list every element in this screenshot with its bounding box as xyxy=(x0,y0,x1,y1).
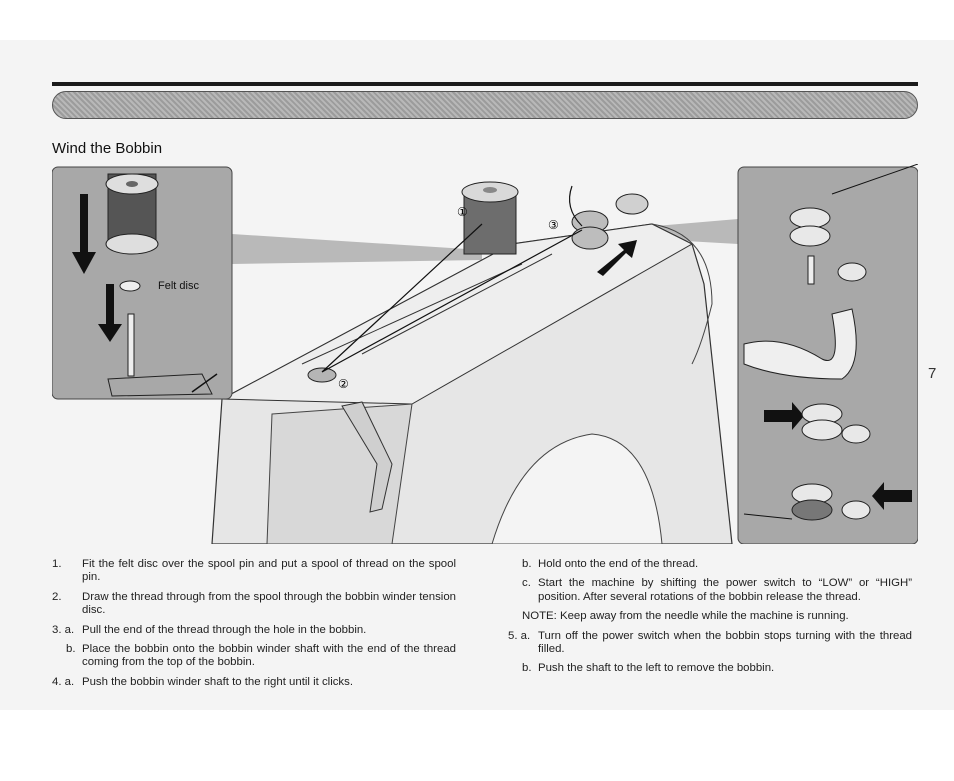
step-text: Place the bobbin onto the bobbin winder … xyxy=(82,643,456,669)
step-number: b. xyxy=(522,558,532,570)
inset-spool-pin xyxy=(127,313,135,377)
step-4c: c. Start the machine by shifting the pow… xyxy=(508,577,912,604)
right-inset-panel xyxy=(737,166,918,544)
step-text: Turn off the power switch when the bobbi… xyxy=(538,629,912,656)
down-arrow-1 xyxy=(80,194,88,254)
step-number: b. xyxy=(522,662,532,675)
right-hand xyxy=(743,308,857,380)
callout-1: ① xyxy=(457,205,468,219)
callout-3: ③ xyxy=(548,218,559,232)
step-text: Push the shaft to the left to remove the… xyxy=(538,662,775,675)
top-panel-line xyxy=(301,263,523,365)
thread-take-up-lever xyxy=(341,401,393,513)
step-number: b. xyxy=(66,643,76,656)
step-text: Fit the felt disc over the spool pin and… xyxy=(82,558,456,584)
step-number: c. xyxy=(522,577,531,590)
handwheel-edge xyxy=(651,223,713,365)
step-5a: 5. a. Turn off the power switch when the… xyxy=(508,630,912,657)
winder-stop xyxy=(615,193,649,215)
step-text: Start the machine by shifting the power … xyxy=(538,577,912,603)
step-5b: b. Push the shaft to the left to remove … xyxy=(508,662,912,675)
instructions-left-column: 1. Fit the felt disc over the spool pin … xyxy=(52,558,456,695)
tension-disc xyxy=(307,367,337,383)
down-arrow-2 xyxy=(106,284,114,326)
step-3b: b. Place the bobbin onto the bobbin wind… xyxy=(52,643,456,670)
step-number: 3. a. xyxy=(52,623,75,636)
thread-path xyxy=(321,223,583,373)
step-text: Hold onto the end of the thread. xyxy=(538,558,699,570)
section-title: Wind the Bobbin xyxy=(52,140,163,157)
step-3a: 3. a. Pull the end of the thread through… xyxy=(52,624,456,637)
inset-felt-disc xyxy=(119,280,141,292)
step-number: 2. xyxy=(52,590,62,603)
bobbin-winding-illustration: ① ③ ② xyxy=(52,164,918,544)
felt-disc-label: Felt disc xyxy=(158,280,199,292)
left-arrow xyxy=(872,482,912,510)
step-text: Draw the thread through from the spool t… xyxy=(82,590,456,617)
step-number: 1. xyxy=(52,558,62,570)
left-inset-panel xyxy=(52,166,233,400)
step-text: Push the bobbin winder shaft to the righ… xyxy=(82,675,353,688)
machine-arm-opening xyxy=(491,433,663,544)
instructions-right-column: b. Hold onto the end of the thread. c. S… xyxy=(508,558,912,682)
step-4b: b. Hold onto the end of the thread. xyxy=(508,558,912,571)
header-band xyxy=(52,91,918,119)
step-number: 5. a. xyxy=(508,629,531,642)
callout-2: ② xyxy=(338,377,349,391)
step-1: 1. Fit the felt disc over the spool pin … xyxy=(52,558,456,585)
push-right-arrow xyxy=(597,240,637,276)
step-2: 2. Draw the thread through from the spoo… xyxy=(52,591,456,618)
page-number: 7 xyxy=(928,365,937,382)
step-number: 4. a. xyxy=(52,675,75,688)
step-4a: 4. a. Push the bobbin winder shaft to th… xyxy=(52,676,456,689)
step-text: Pull the end of the thread through the h… xyxy=(82,623,367,636)
right-arrow xyxy=(764,402,804,430)
left-callout-wedge xyxy=(232,234,482,264)
top-rule xyxy=(52,82,918,86)
safety-note: NOTE: Keep away from the needle while th… xyxy=(522,610,849,623)
machine-top xyxy=(220,223,694,405)
right-bobbin-1 xyxy=(789,207,831,229)
